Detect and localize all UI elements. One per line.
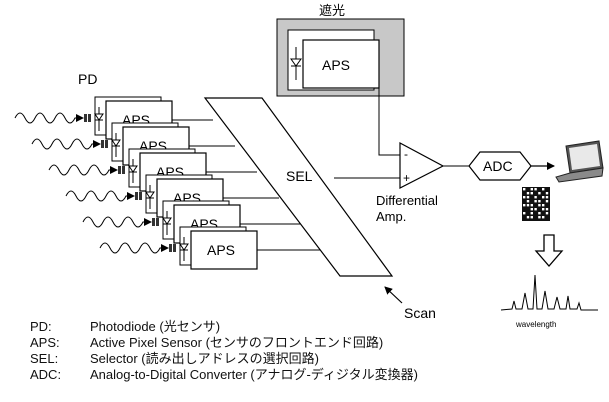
amp-label-line2: Amp. (376, 209, 406, 224)
down-arrow-icon (534, 234, 564, 267)
legend-desc: Photodiode (光センサ) (90, 319, 221, 334)
light-wave-icon (65, 190, 135, 202)
adc-label: ADC (483, 158, 513, 174)
shielded-aps-label: APS (322, 57, 350, 73)
light-wave-icon (31, 138, 101, 150)
legend: PD: Photodiode (光センサ) APS: Active Pixel … (30, 319, 418, 383)
legend-row-adc: ADC: Analog-to-Digital Converter (アナログ-デ… (30, 367, 418, 383)
scan-arrow (384, 286, 403, 304)
differential-amp (399, 141, 445, 189)
light-wave-icon (48, 164, 118, 176)
photodiode-icon (94, 113, 104, 121)
amp-label-line1: Differential (376, 193, 438, 208)
selector-band (203, 97, 394, 277)
amp-minus-sign: - (404, 147, 408, 161)
legend-row-pd: PD: Photodiode (光センサ) (30, 319, 418, 335)
reference-signal-wire (378, 64, 400, 156)
amp-plus-sign: + (403, 171, 410, 185)
shield-label: 遮光 (319, 3, 345, 18)
legend-key: APS: (30, 335, 60, 350)
pixel-unit: APS (99, 226, 323, 270)
light-wave-icon (99, 242, 169, 254)
scan-label: Scan (404, 305, 436, 321)
legend-key: ADC: (30, 367, 62, 382)
spectrum-icon (500, 274, 598, 311)
digital-data-icon (522, 187, 550, 221)
legend-row-sel: SEL: Selector (読み出しアドレスの選択回路) (30, 351, 418, 367)
photodiode-icon (128, 165, 138, 173)
photodiode-icon (179, 243, 189, 251)
photodiode-icon (162, 217, 172, 225)
pd-label: PD (78, 71, 97, 87)
legend-key: PD: (30, 319, 52, 334)
photodiode-icon (145, 191, 155, 199)
spectrum-xlabel: wavelength (515, 320, 556, 329)
light-wave-icon (82, 216, 152, 228)
legend-desc: Selector (読み出しアドレスの選択回路) (90, 351, 319, 366)
laptop-icon (555, 140, 604, 183)
light-wave-icon (14, 112, 84, 124)
sel-label: SEL (286, 168, 313, 184)
legend-row-aps: APS: Active Pixel Sensor (センサのフロントエンド回路) (30, 335, 418, 351)
photodiode-icon (111, 139, 121, 147)
aps-label: APS (207, 242, 235, 258)
light-shield-box (276, 18, 405, 97)
legend-desc: Analog-to-Digital Converter (アナログ-ディジタル変… (90, 367, 418, 382)
legend-key: SEL: (30, 351, 59, 366)
legend-desc: Active Pixel Sensor (センサのフロントエンド回路) (90, 335, 384, 350)
